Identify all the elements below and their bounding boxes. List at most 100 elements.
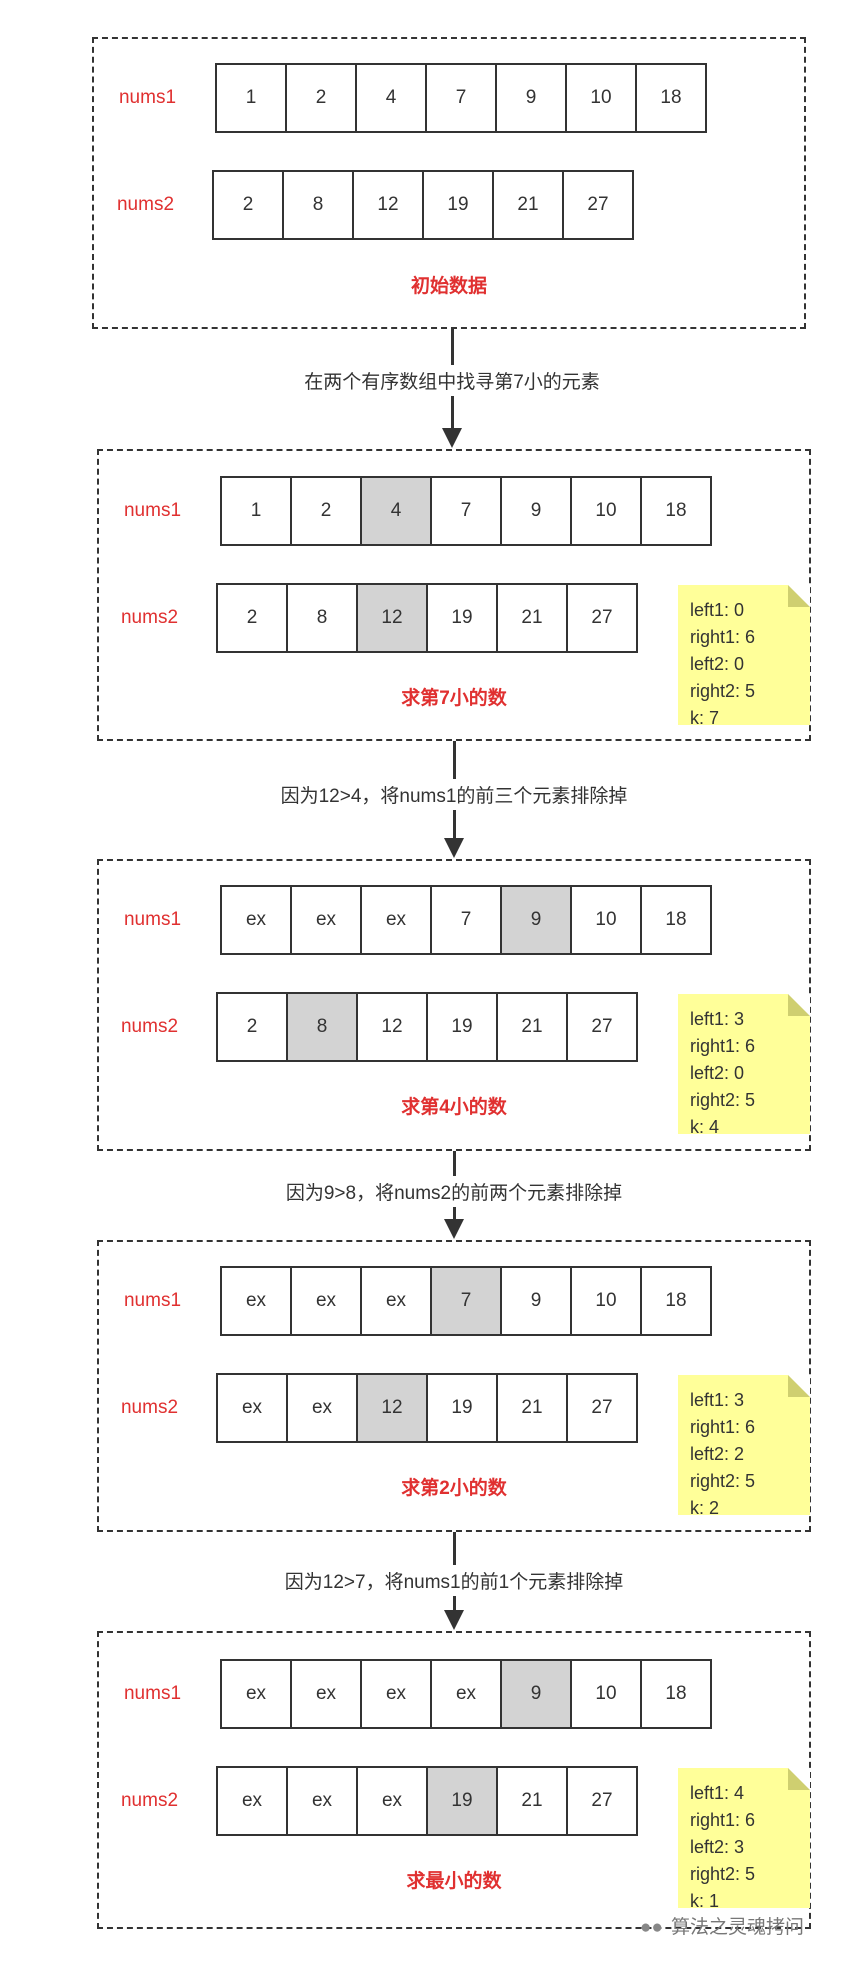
note-line: k: 1 (690, 1891, 720, 1911)
nums2-cell: 8 (288, 585, 358, 651)
watermark-text: 算法之灵魂拷问 (670, 1917, 804, 1938)
nums1-cell: 1 (222, 478, 292, 544)
nums1-cell: 18 (642, 478, 712, 544)
arrow-head (444, 1219, 464, 1239)
nums2-cell: 27 (564, 172, 634, 238)
nums1-cell: 10 (572, 887, 642, 953)
nums1-cell: 7 (427, 65, 497, 131)
nums2-cell-highlighted: 19 (428, 1768, 498, 1834)
nums1-cell: ex (292, 887, 362, 953)
step-box (92, 37, 806, 329)
nums2-cell: 12 (354, 172, 424, 238)
nums1-cell: ex (222, 1661, 292, 1727)
note-line: left1: 4 (690, 1783, 745, 1803)
nums2-cell: 27 (568, 994, 638, 1060)
step-box (97, 859, 811, 1151)
step-caption: 求最小的数 (406, 1871, 502, 1892)
nums1-cell: ex (292, 1268, 362, 1334)
transition-label: 在两个有序数组中找寻第7小的元素 (296, 365, 608, 396)
note-line: k: 2 (690, 1498, 720, 1518)
nums2-cell: ex (358, 1768, 428, 1834)
nums2-cell: 19 (424, 172, 494, 238)
arrow-head (444, 838, 464, 858)
note-line: k: 7 (690, 708, 720, 728)
nums1-cell-highlighted: 9 (502, 1661, 572, 1727)
step-box (97, 1631, 811, 1929)
nums2-cell: 2 (218, 994, 288, 1060)
nums1-cell: 10 (572, 1661, 642, 1727)
nums2-cell: 21 (494, 172, 564, 238)
nums1-cell: 9 (502, 478, 572, 544)
step-caption: 求第4小的数 (401, 1097, 507, 1118)
nums1-cell: 18 (642, 1661, 712, 1727)
note-line: right2: 5 (690, 681, 756, 701)
nums2-cell: ex (218, 1375, 288, 1441)
nums1-cell: 7 (432, 478, 502, 544)
note-line: right1: 6 (690, 1810, 756, 1830)
note-line: right2: 5 (690, 1864, 756, 1884)
nums2-cell: 8 (284, 172, 354, 238)
nums2-label: nums2 (120, 607, 179, 628)
nums2-cell: 21 (498, 1768, 568, 1834)
nums1-cell: ex (432, 1661, 502, 1727)
nums2-cell: 21 (498, 994, 568, 1060)
note-line: right1: 6 (690, 627, 756, 647)
arrow-head (444, 1610, 464, 1630)
nums1-cell: 2 (287, 65, 357, 131)
state-note: left1: 4 right1: 6 left2: 3 right2: 5 k: 1 (678, 1768, 810, 1911)
nums1-cell-highlighted: 4 (362, 478, 432, 544)
note-fold (788, 994, 810, 1016)
nums2-cell: ex (218, 1768, 288, 1834)
nums1-cell: 4 (357, 65, 427, 131)
nums2-label: nums2 (116, 194, 175, 215)
nums1-label: nums1 (123, 909, 182, 930)
nums1-cell: 18 (642, 887, 712, 953)
nums1-cell: ex (292, 1661, 362, 1727)
note-line: left1: 3 (690, 1390, 745, 1410)
nums2-cell: 12 (358, 994, 428, 1060)
step-box (97, 1240, 811, 1532)
transition-label: 因为12>7，将nums1的前1个元素排除掉 (276, 1565, 632, 1596)
nums1-cell: 10 (572, 478, 642, 544)
watermark: ●● 算法之灵魂拷问 (640, 1912, 804, 1939)
nums1-cell-highlighted: 7 (432, 1268, 502, 1334)
step-caption: 求第7小的数 (401, 688, 507, 709)
nums2-cell: 21 (498, 585, 568, 651)
nums1-label: nums1 (123, 1683, 182, 1704)
note-line: left1: 3 (690, 1009, 745, 1029)
nums1-cell: 10 (572, 1268, 642, 1334)
step-caption: 求第2小的数 (401, 1478, 507, 1499)
note-line: right1: 6 (690, 1036, 756, 1056)
nums1-label: nums1 (123, 1290, 182, 1311)
nums1-cell: 1 (217, 65, 287, 131)
nums1-cell: 9 (502, 1268, 572, 1334)
step-box (97, 449, 811, 741)
nums2-cell: 21 (498, 1375, 568, 1441)
nums2-cell: ex (288, 1375, 358, 1441)
wechat-icon: ●● (640, 1917, 663, 1938)
note-fold (788, 1375, 810, 1397)
note-line: left2: 3 (690, 1837, 745, 1857)
nums1-cell: ex (222, 887, 292, 953)
nums2-cell-highlighted: 12 (358, 585, 428, 651)
nums1-cell: 2 (292, 478, 362, 544)
nums2-cell: 19 (428, 585, 498, 651)
nums2-cell-highlighted: 8 (288, 994, 358, 1060)
nums1-cell: ex (362, 887, 432, 953)
note-fold (788, 585, 810, 607)
step-caption: 初始数据 (410, 276, 487, 297)
nums1-label: nums1 (123, 500, 182, 521)
nums1-cell: 9 (497, 65, 567, 131)
nums2-label: nums2 (120, 1397, 179, 1418)
